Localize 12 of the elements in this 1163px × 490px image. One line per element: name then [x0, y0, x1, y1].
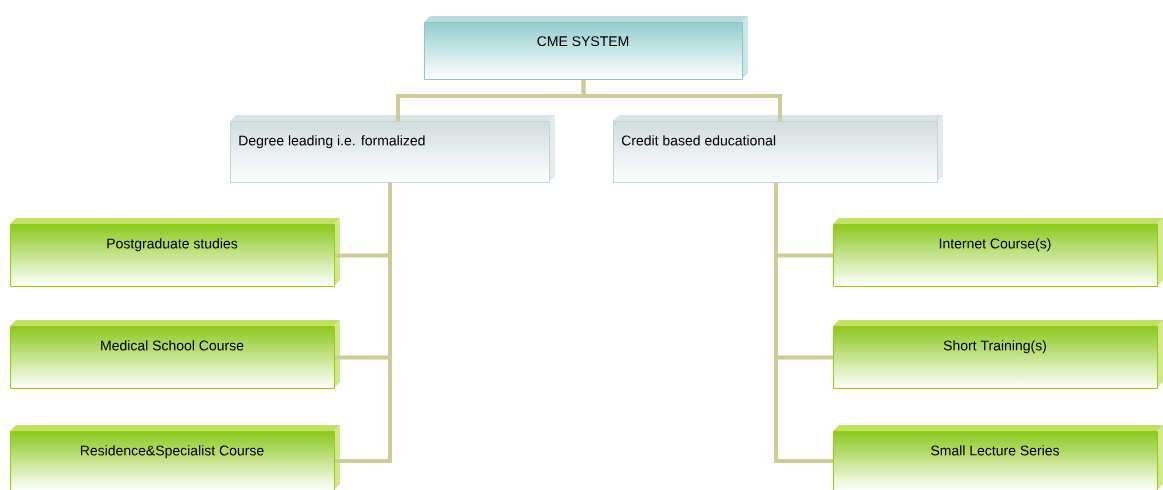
course-box: Postgraduate studies [10, 218, 340, 287]
course-box: Small Lecture Series [833, 425, 1163, 490]
course-box: Medical School Course [10, 320, 340, 389]
system-box: CME SYSTEM [424, 16, 748, 80]
course-box: Internet Course(s) [833, 218, 1163, 287]
course-box: Short Training(s) [833, 320, 1163, 389]
connector [335, 183, 392, 463]
connector [581, 80, 782, 121]
category-box: Credit based educational [613, 115, 943, 183]
category-box: Degree leading i.e. formalized [230, 115, 555, 183]
connector [774, 183, 833, 463]
course-box: Residence&Specialist Course [10, 425, 340, 490]
